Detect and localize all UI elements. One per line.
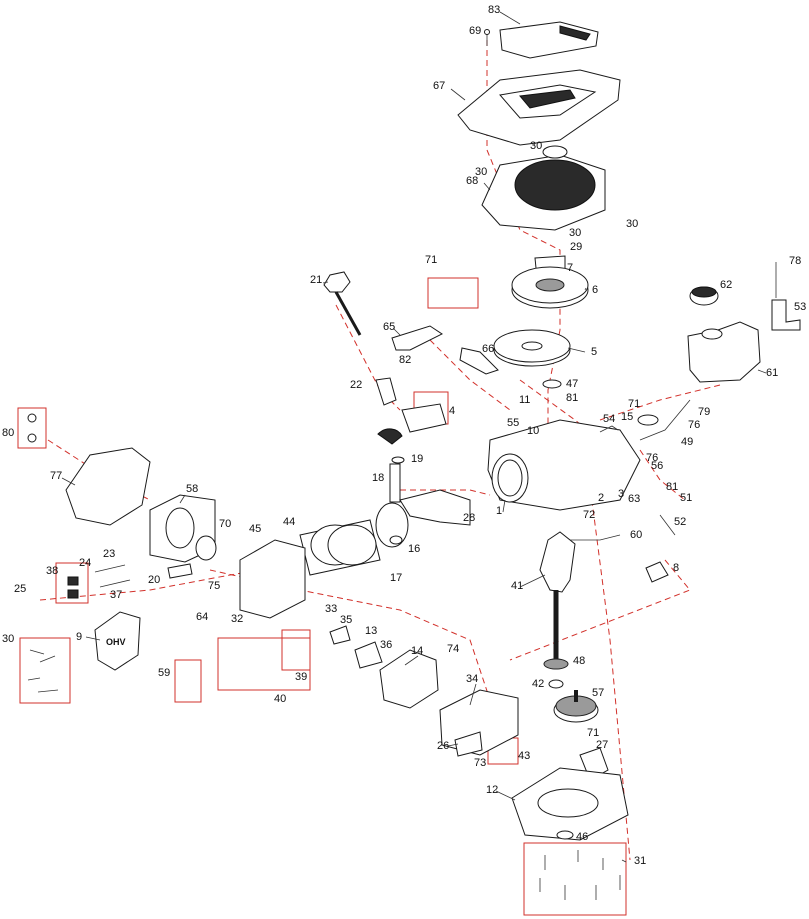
callout-boxes xyxy=(17,277,627,916)
label-64: 64 xyxy=(196,611,208,623)
label-59: 59 xyxy=(158,667,170,679)
ohv-logo: OHV xyxy=(106,637,126,647)
label-31: 31 xyxy=(634,855,646,867)
label-3: 3 xyxy=(618,488,624,500)
label-8: 8 xyxy=(673,562,679,574)
label-19: 19 xyxy=(411,453,423,465)
label-28: 28 xyxy=(463,512,475,524)
label-81: 81 xyxy=(666,481,678,493)
label-30: 30 xyxy=(475,166,487,178)
label-52: 52 xyxy=(674,516,686,528)
label-17: 17 xyxy=(390,572,402,584)
label-6: 6 xyxy=(592,284,598,296)
label-44: 44 xyxy=(283,516,295,528)
label-1: 1 xyxy=(496,505,502,517)
label-40: 40 xyxy=(274,693,286,705)
label-29: 29 xyxy=(570,241,582,253)
label-27: 27 xyxy=(596,739,608,751)
label-30: 30 xyxy=(569,227,581,239)
label-34: 34 xyxy=(466,673,478,685)
label-25: 25 xyxy=(14,583,26,595)
label-75: 75 xyxy=(208,580,220,592)
label-83: 83 xyxy=(488,4,500,16)
label-30: 30 xyxy=(530,140,542,152)
label-38: 38 xyxy=(46,565,58,577)
label-71: 71 xyxy=(628,398,640,410)
label-79: 79 xyxy=(698,406,710,418)
label-35: 35 xyxy=(340,614,352,626)
label-22: 22 xyxy=(350,379,362,391)
label-41: 41 xyxy=(511,580,523,592)
label-36: 36 xyxy=(380,639,392,651)
label-46: 46 xyxy=(576,831,588,843)
bolt-set-30 xyxy=(27,649,59,693)
label-18: 18 xyxy=(372,472,384,484)
label-49: 49 xyxy=(681,436,693,448)
label-76: 76 xyxy=(688,419,700,431)
label-58: 58 xyxy=(186,483,198,495)
label-2: 2 xyxy=(598,492,604,504)
label-78: 78 xyxy=(789,255,801,267)
label-71: 71 xyxy=(425,254,437,266)
part-labels: 83 69 67 30 30 68 30 30 29 7 6 71 21 65 … xyxy=(2,4,806,867)
label-14: 14 xyxy=(411,645,423,657)
label-21: 21 xyxy=(310,274,322,286)
label-56: 56 xyxy=(651,460,663,472)
label-61: 61 xyxy=(766,367,778,379)
label-13: 13 xyxy=(365,625,377,637)
label-37: 37 xyxy=(110,589,122,601)
label-4: 4 xyxy=(449,405,455,417)
label-33: 33 xyxy=(325,603,337,615)
label-10: 10 xyxy=(527,425,539,437)
label-39: 39 xyxy=(295,671,307,683)
label-15: 15 xyxy=(621,411,633,423)
label-32: 32 xyxy=(231,613,243,625)
label-11: 11 xyxy=(519,394,530,406)
label-54: 54 xyxy=(603,413,615,425)
label-66: 66 xyxy=(482,343,494,355)
label-24: 24 xyxy=(79,557,91,569)
label-42: 42 xyxy=(532,678,544,690)
label-69: 69 xyxy=(469,25,481,37)
label-71: 71 xyxy=(587,727,599,739)
label-7: 7 xyxy=(567,262,573,274)
label-55: 55 xyxy=(507,417,519,429)
label-47: 47 xyxy=(566,378,578,390)
label-65: 65 xyxy=(383,321,395,333)
leader-lines xyxy=(61,11,767,863)
label-70: 70 xyxy=(219,518,231,530)
label-77: 77 xyxy=(50,470,62,482)
label-23: 23 xyxy=(103,548,115,560)
label-81: 81 xyxy=(566,392,578,404)
label-26: 26 xyxy=(437,740,449,752)
bolt-set-31 xyxy=(539,850,621,900)
label-63: 63 xyxy=(628,493,640,505)
label-76: 76 xyxy=(646,452,658,464)
part-drawings xyxy=(27,21,801,841)
label-60: 60 xyxy=(630,529,642,541)
label-43: 43 xyxy=(518,750,530,762)
label-30: 30 xyxy=(626,218,638,230)
label-20: 20 xyxy=(148,574,160,586)
label-16: 16 xyxy=(408,543,420,555)
label-68: 68 xyxy=(466,175,478,187)
label-51: 51 xyxy=(680,492,692,504)
label-72: 72 xyxy=(583,509,595,521)
label-62: 62 xyxy=(720,279,732,291)
label-74: 74 xyxy=(447,643,459,655)
label-12: 12 xyxy=(486,784,498,796)
label-57: 57 xyxy=(592,687,604,699)
label-53: 53 xyxy=(794,301,806,313)
label-30: 30 xyxy=(2,633,14,645)
label-80: 80 xyxy=(2,427,14,439)
label-67: 67 xyxy=(433,80,445,92)
label-9: 9 xyxy=(76,631,82,643)
label-73: 73 xyxy=(474,757,486,769)
label-5: 5 xyxy=(591,346,597,358)
label-48: 48 xyxy=(573,655,585,667)
label-82: 82 xyxy=(399,354,411,366)
label-45: 45 xyxy=(249,523,261,535)
